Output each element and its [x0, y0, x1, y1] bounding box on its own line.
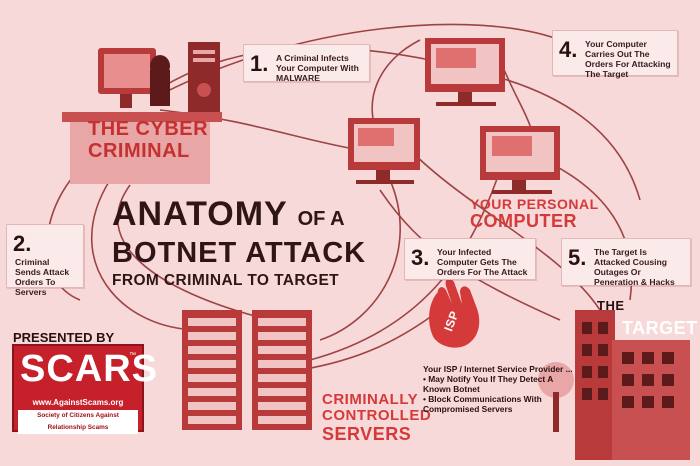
- step-2-text: Criminal Sends Attack Orders To Servers: [15, 257, 70, 297]
- servers-label-line3: SERVERS: [322, 424, 412, 444]
- step-1-text: A Criminal Infects Your Computer With MA…: [276, 53, 359, 83]
- scars-logo: SCARS ™ www.AgainstScams.org Society of …: [12, 344, 157, 434]
- step-5-note: 5. The Target Is Attacked Cousing Outage…: [561, 238, 691, 287]
- target-label-the: THE: [597, 298, 625, 313]
- step-3-text: Your Infected Computer Gets The Orders F…: [437, 247, 528, 277]
- servers-label: CRIMINALLY CONTROLLED SERVERS: [322, 391, 432, 445]
- presented-by-label: PRESENTED BY: [13, 330, 115, 345]
- scars-logo-tm: ™: [129, 352, 136, 359]
- cyber-criminal-label-line1: THE CYBER: [88, 118, 209, 140]
- target-building-illustration: [538, 310, 690, 460]
- computer-top: [425, 38, 505, 106]
- servers-label-line2: CONTROLLED: [322, 407, 432, 424]
- step-4-text: Your Computer Carries Out The Orders For…: [585, 39, 671, 79]
- server-racks: [182, 310, 312, 430]
- isp-hand-icon: [429, 278, 480, 348]
- cyber-criminal-label-line2: CRIMINAL: [88, 140, 190, 162]
- infographic-title: ANATOMY OF A BOTNET ATTACK FROM CRIMINAL…: [112, 196, 392, 291]
- title-line2: BOTNET ATTACK: [112, 237, 367, 269]
- title-line1: ANATOMY OF A: [112, 196, 392, 237]
- step-3-number: 3.: [411, 245, 430, 270]
- isp-note-bullet-1: • May Notify You If They Detect A Known …: [423, 374, 553, 394]
- isp-note-title: Your ISP / Internet Service Provider ...: [423, 364, 573, 374]
- scars-logo-text: SCARS: [20, 348, 159, 390]
- title-of-a: OF A: [297, 208, 345, 230]
- step-5-number: 5.: [568, 245, 587, 270]
- title-anatomy: ANATOMY: [112, 195, 288, 233]
- step-2-number: 2.: [13, 231, 32, 256]
- step-4-note: 4. Your Computer Carries Out The Orders …: [552, 30, 678, 79]
- cyber-criminal-illustration: [62, 42, 222, 184]
- computer-right: [480, 126, 560, 194]
- step-2-note: 2. Criminal Sends Attack Orders To Serve…: [6, 224, 84, 297]
- step-5-text: The Target Is Attacked Cousing Outages O…: [594, 247, 675, 287]
- computer-left: [348, 118, 420, 184]
- personal-computer-label-line1: YOUR PERSONAL: [470, 196, 599, 212]
- step-4-number: 4.: [559, 37, 578, 62]
- cyber-criminal-label: THE CYBER CRIMINAL: [88, 118, 208, 162]
- title-line3: FROM CRIMINAL TO TARGET: [112, 272, 340, 289]
- personal-computer-label-line2: COMPUTER: [470, 211, 577, 231]
- target-label: TARGET: [622, 318, 698, 338]
- scars-society-name: Society of Citizens Against Relationship…: [18, 410, 138, 434]
- scars-url: www.AgainstScams.org: [32, 398, 124, 407]
- step-1-note: 1. A Criminal Infects Your Computer With…: [243, 44, 370, 83]
- servers-label-line1: CRIMINALLY: [322, 391, 419, 408]
- isp-note-bullet-2: • Block Communications With Compromised …: [423, 394, 542, 414]
- step-3-note: 3. Your Infected Computer Gets The Order…: [404, 238, 536, 280]
- isp-note: Your ISP / Internet Service Provider ...…: [423, 364, 573, 414]
- step-1-number: 1.: [250, 51, 269, 76]
- personal-computer-label: YOUR PERSONAL COMPUTER: [470, 196, 599, 230]
